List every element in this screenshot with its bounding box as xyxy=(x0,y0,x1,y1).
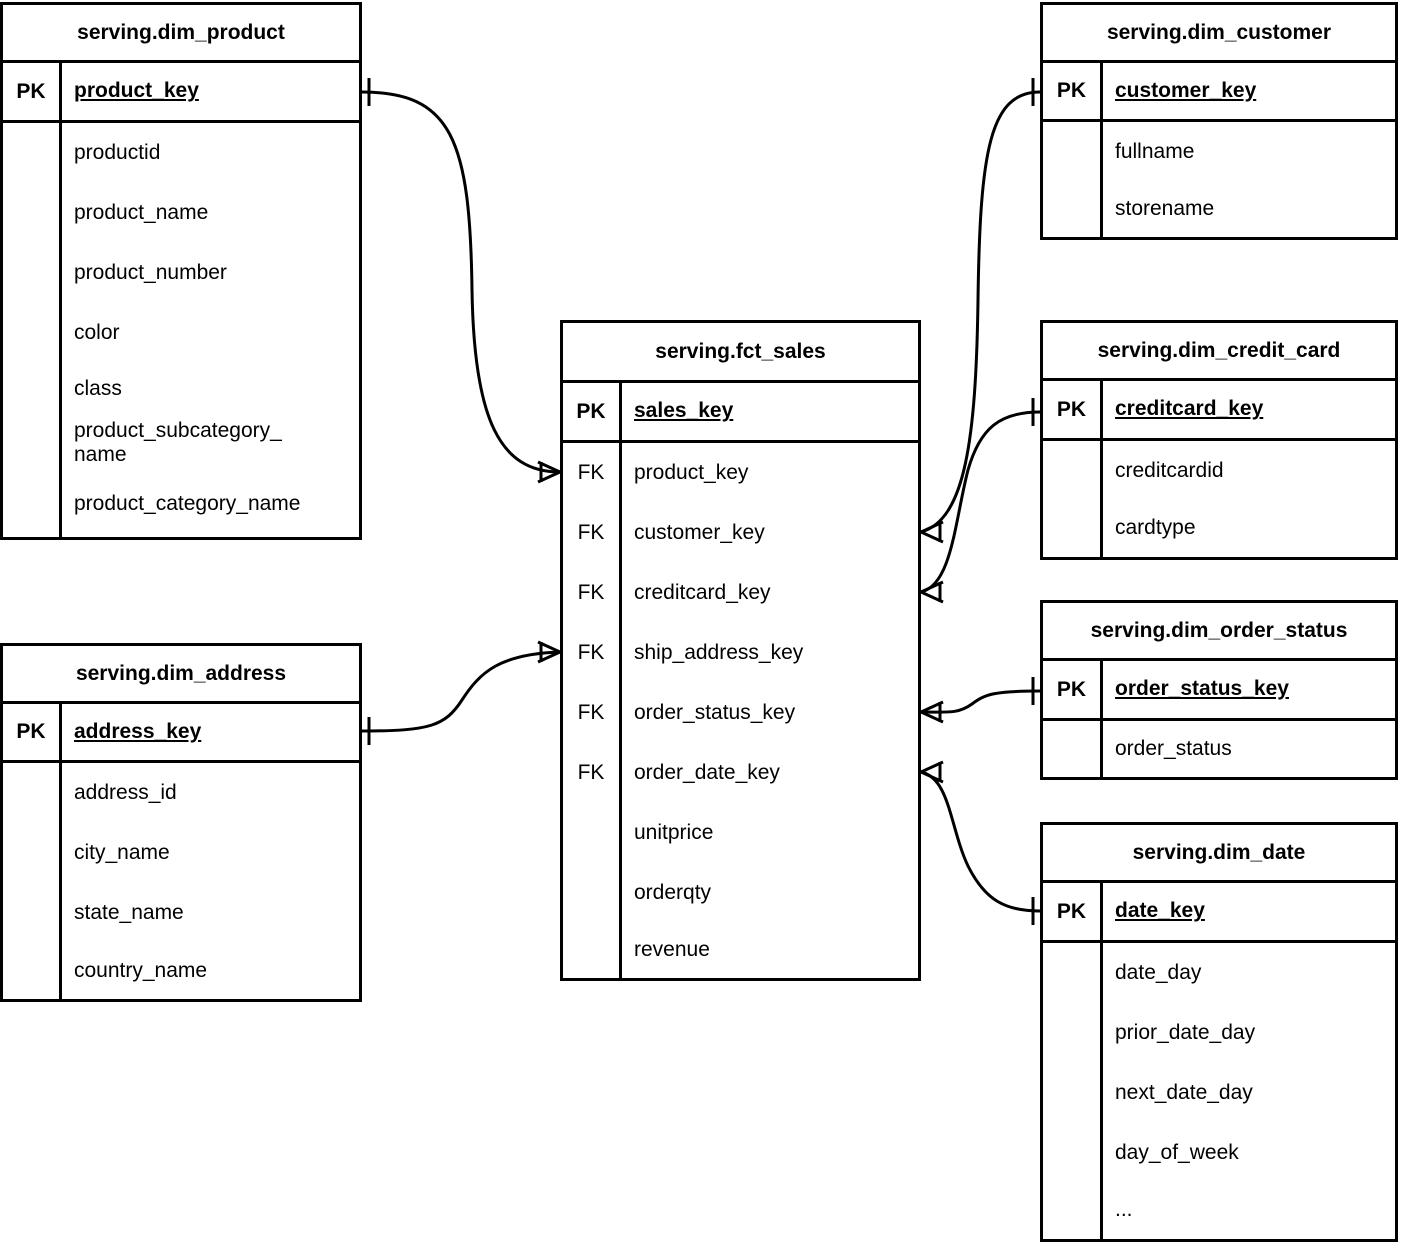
attributes-dim-credit-card: creditcardid cardtype xyxy=(1043,441,1395,557)
pk-field-dim-product: product_key xyxy=(74,79,199,103)
attributes-dim-date: date_day prior_date_day next_date_day da… xyxy=(1043,943,1395,1239)
attr-ellipsis: ... xyxy=(1115,1198,1133,1222)
attr-list-dim-product: productid product_name product_number co… xyxy=(62,123,359,537)
pk-badge-dim-address: PK xyxy=(3,703,62,760)
attr-order-status: order_status xyxy=(1115,736,1232,760)
attr-fullname: fullname xyxy=(1115,139,1195,163)
attributes-dim-order-status: order_status xyxy=(1043,721,1395,777)
relationship-credit-card xyxy=(920,398,1041,604)
attr-state-name: state_name xyxy=(74,900,184,924)
pk-field-dim-order-status: order_status_key xyxy=(1115,677,1289,701)
fk-gutter-fct-sales: FK FK FK FK FK FK xyxy=(563,443,622,978)
attr-next-date-day: next_date_day xyxy=(1115,1080,1253,1104)
fk-badge-ship-address-key: FK xyxy=(577,640,605,664)
fk-field-order-status-key: order_status_key xyxy=(634,700,796,724)
entity-dim-order-status[interactable]: serving.dim_order_status PK order_status… xyxy=(1040,600,1398,780)
fk-field-product-key: product_key xyxy=(634,460,749,484)
pk-field-dim-customer: customer_key xyxy=(1115,78,1257,102)
attr-creditcardid: creditcardid xyxy=(1115,458,1224,482)
entity-dim-customer[interactable]: serving.dim_customer PK customer_key ful… xyxy=(1040,2,1398,240)
attr-gutter-dim-address xyxy=(3,763,62,999)
attr-day-of-week: day_of_week xyxy=(1115,1140,1239,1164)
attr-gutter-dim-product xyxy=(3,123,62,537)
relationship-address xyxy=(361,640,561,745)
fk-field-creditcard-key: creditcard_key xyxy=(634,580,771,604)
entity-dim-address[interactable]: serving.dim_address PK address_key addre… xyxy=(0,643,362,1002)
fk-field-customer-key: customer_key xyxy=(634,520,765,544)
pk-badge-dim-credit-card: PK xyxy=(1043,381,1103,438)
fk-badge-product-key: FK xyxy=(577,460,605,484)
relationship-customer xyxy=(920,78,1041,544)
pk-badge-fct-sales: PK xyxy=(563,383,622,440)
attr-city-name: city_name xyxy=(74,840,170,864)
entity-title-dim-address: serving.dim_address xyxy=(3,646,359,704)
measure-unitprice: unitprice xyxy=(634,820,714,844)
relationship-order-status xyxy=(920,677,1041,724)
pk-badge-dim-customer: PK xyxy=(1043,62,1103,119)
attr-list-dim-customer: fullname storename xyxy=(1103,122,1395,237)
entity-dim-product[interactable]: serving.dim_product PK product_key produ… xyxy=(0,2,362,540)
attr-product-name: product_name xyxy=(74,200,209,224)
relationship-product xyxy=(361,78,561,484)
attr-product-subcategory-name: product_subcategory_ name xyxy=(74,419,282,467)
measure-orderqty: orderqty xyxy=(634,880,712,904)
pk-badge-dim-order-status: PK xyxy=(1043,661,1103,718)
pk-field-dim-date: date_key xyxy=(1115,899,1205,923)
attr-list-dim-date: date_day prior_date_day next_date_day da… xyxy=(1103,943,1395,1239)
pk-row-dim-customer: PK customer_key xyxy=(1043,62,1395,122)
attr-product-category-name: product_category_name xyxy=(74,491,301,515)
entity-dim-credit-card[interactable]: serving.dim_credit_card PK creditcard_ke… xyxy=(1040,320,1398,560)
entity-title-dim-date: serving.dim_date xyxy=(1043,825,1395,883)
pk-row-dim-address: PK address_key xyxy=(3,703,359,763)
attributes-dim-address: address_id city_name state_name country_… xyxy=(3,763,359,999)
pk-row-dim-order-status: PK order_status_key xyxy=(1043,661,1395,721)
attr-list-dim-order-status: order_status xyxy=(1103,721,1395,777)
attr-address-id: address_id xyxy=(74,780,177,804)
entity-fct-sales[interactable]: serving.fct_sales PK sales_key FK FK FK … xyxy=(560,320,921,981)
attr-country-name: country_name xyxy=(74,958,208,982)
pk-badge-dim-product: PK xyxy=(3,63,62,120)
fk-badge-customer-key: FK xyxy=(577,520,605,544)
fk-badge-creditcard-key: FK xyxy=(577,580,605,604)
pk-row-fct-sales: PK sales_key xyxy=(563,383,918,443)
fk-badge-order-date-key: FK xyxy=(577,760,605,784)
attr-date-day: date_day xyxy=(1115,960,1202,984)
attr-gutter-dim-customer xyxy=(1043,122,1103,237)
pk-row-dim-credit-card: PK creditcard_key xyxy=(1043,381,1395,441)
attributes-dim-customer: fullname storename xyxy=(1043,122,1395,237)
entity-title-dim-order-status: serving.dim_order_status xyxy=(1043,603,1395,661)
entity-title-dim-product: serving.dim_product xyxy=(3,5,359,63)
fk-and-measures-fct-sales: FK FK FK FK FK FK product_key customer_k… xyxy=(563,443,918,978)
attr-list-dim-address: address_id city_name state_name country_… xyxy=(62,763,359,999)
attr-color: color xyxy=(74,320,120,344)
attr-class: class xyxy=(74,376,122,400)
attr-storename: storename xyxy=(1115,197,1215,221)
attr-productid: productid xyxy=(74,140,161,164)
attr-gutter-dim-order-status xyxy=(1043,721,1103,777)
pk-field-fct-sales: sales_key xyxy=(634,399,734,423)
attr-product-number: product_number xyxy=(74,260,227,284)
entity-title-dim-credit-card: serving.dim_credit_card xyxy=(1043,323,1395,381)
entity-title-dim-customer: serving.dim_customer xyxy=(1043,5,1395,63)
fk-field-order-date-key: order_date_key xyxy=(634,760,780,784)
attr-list-dim-credit-card: creditcardid cardtype xyxy=(1103,441,1395,557)
entity-dim-date[interactable]: serving.dim_date PK date_key date_day pr… xyxy=(1040,822,1398,1242)
pk-badge-dim-date: PK xyxy=(1043,883,1103,940)
field-list-fct-sales: product_key customer_key creditcard_key … xyxy=(622,443,918,978)
measure-revenue: revenue xyxy=(634,938,710,962)
fk-field-ship-address-key: ship_address_key xyxy=(634,640,804,664)
pk-row-dim-date: PK date_key xyxy=(1043,883,1395,943)
fk-badge-order-status-key: FK xyxy=(577,700,605,724)
entity-title-fct-sales: serving.fct_sales xyxy=(563,323,918,383)
attr-cardtype: cardtype xyxy=(1115,516,1196,540)
attr-gutter-dim-date xyxy=(1043,943,1103,1239)
attr-gutter-dim-credit-card xyxy=(1043,441,1103,557)
relationship-date xyxy=(920,760,1041,925)
attr-prior-date-day: prior_date_day xyxy=(1115,1020,1256,1044)
attributes-dim-product: productid product_name product_number co… xyxy=(3,123,359,537)
pk-row-dim-product: PK product_key xyxy=(3,63,359,123)
pk-field-dim-credit-card: creditcard_key xyxy=(1115,397,1264,421)
pk-field-dim-address: address_key xyxy=(74,719,202,743)
